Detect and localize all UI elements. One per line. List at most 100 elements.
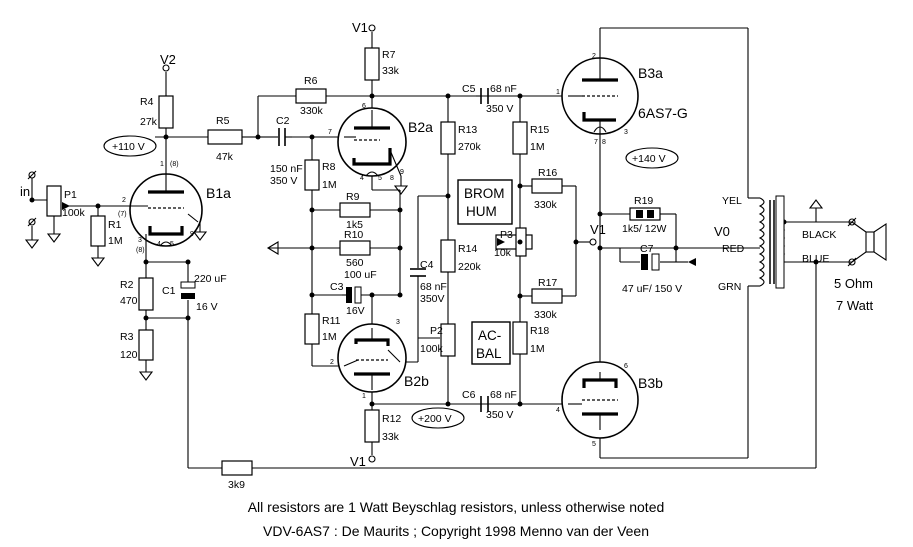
output-transformer <box>758 195 786 289</box>
c3-name: C3 <box>330 281 344 293</box>
r8-name: R8 <box>322 161 336 173</box>
c1-name: C1 <box>162 285 176 297</box>
pin-b2b-1: 1 <box>362 393 366 400</box>
capacitor-symbols <box>180 88 660 412</box>
c3-voltage: 16V <box>346 305 365 317</box>
speaker-icon <box>851 221 887 263</box>
speaker-power: 7 Watt <box>836 298 873 313</box>
r14-name: R14 <box>458 243 477 255</box>
box-bal: BAL <box>476 346 502 361</box>
ground-symbols <box>24 176 824 381</box>
tube-label-b3a: B3a <box>638 65 663 81</box>
p3-name: P3 <box>500 229 513 241</box>
c4-voltage: 350V <box>420 293 445 305</box>
pin-b3b-4: 4 <box>556 407 560 414</box>
r3-name: R3 <box>120 331 134 343</box>
text-labels: V2 V1 V1 V1 V0 in R4 27k R7 33k R6 330k … <box>20 20 873 539</box>
r-feedback-value: 3k9 <box>228 479 245 491</box>
r6-value: 330k <box>300 105 324 117</box>
c1-voltage: 16 V <box>196 301 218 313</box>
junction-dots <box>29 93 819 407</box>
node-label-v0: V0 <box>714 224 730 239</box>
r2-name: R2 <box>120 279 134 291</box>
c2-value: 150 nF <box>270 163 303 175</box>
c6-name: C6 <box>462 389 476 401</box>
node-label-v1-top: V1 <box>352 20 368 35</box>
r15-name: R15 <box>530 124 549 136</box>
node-label-v1-bottom: V1 <box>350 454 366 469</box>
r18-name: R18 <box>530 325 549 337</box>
pin-b3a-2: 2 <box>592 53 596 60</box>
input-label: in <box>20 184 30 199</box>
r9-value: 1k5 <box>346 219 363 231</box>
r1-name: R1 <box>108 219 122 231</box>
pin-b3a-7: 7 <box>594 139 598 146</box>
pin-b1a-4: 4 <box>157 241 161 248</box>
voltage-200: +200 V <box>418 413 452 425</box>
brom-hum-box <box>457 179 513 225</box>
resistor-symbols <box>46 47 661 476</box>
pin-b1a-2: 2 <box>122 197 126 204</box>
c6-voltage: 350 V <box>486 409 513 421</box>
r11-value: 1M <box>322 331 337 343</box>
pin-b1a-1: 1 <box>160 161 164 168</box>
r19-value: 1k5/ 12W <box>622 223 666 235</box>
tube-type-b3a: 6AS7-G <box>638 105 688 121</box>
r18-value: 1M <box>530 343 545 355</box>
pin-b2a-9: 9 <box>400 169 404 176</box>
r4-name: R4 <box>140 96 154 108</box>
c5-voltage: 350 V <box>486 103 513 115</box>
c4-name: C4 <box>420 259 434 271</box>
pin-b2a-8: 8 <box>390 175 394 182</box>
c5-name: C5 <box>462 83 476 95</box>
r12-name: R12 <box>382 413 401 425</box>
p1-name: P1 <box>64 189 77 201</box>
box-brom: BROM <box>464 186 505 201</box>
r11-name: R11 <box>322 315 341 327</box>
c7-name: C7 <box>640 243 654 255</box>
pin-b3b-6: 6 <box>624 363 628 370</box>
c7-value: 47 uF/ 150 V <box>622 283 682 295</box>
p1-value: 100k <box>62 207 86 219</box>
box-hum: HUM <box>466 204 497 219</box>
xfmr-black: BLACK <box>802 229 836 241</box>
tube-b2b <box>337 323 407 393</box>
r10-name: R10 <box>344 229 363 241</box>
voltage-bubble-110 <box>103 135 157 157</box>
xfmr-red: RED <box>722 243 745 255</box>
pin-b2a-5: 5 <box>378 175 382 182</box>
node-terminals <box>27 24 857 463</box>
voltage-110: +110 V <box>112 141 145 153</box>
c5-value: 68 nF <box>490 83 517 95</box>
tube-b2a <box>337 107 407 177</box>
r17-name: R17 <box>538 277 557 289</box>
voltage-bubble-140 <box>625 147 679 169</box>
c1-value: 220 uF <box>194 273 227 285</box>
r9-name: R9 <box>346 191 360 203</box>
pin-b3a-3: 3 <box>624 129 628 136</box>
r7-value: 33k <box>382 65 400 77</box>
tube-label-b2b: B2b <box>404 373 429 389</box>
r8-value: 1M <box>322 179 337 191</box>
footer-copyright: VDV-6AS7 : De Maurits ; Copyright 1998 M… <box>263 523 649 539</box>
tube-b3a <box>561 57 639 136</box>
tube-b1a <box>129 170 203 247</box>
pin-b2b-2: 2 <box>330 359 334 366</box>
r7-name: R7 <box>382 49 396 61</box>
box-ac: AC- <box>478 328 501 343</box>
xfmr-blue: BLUE <box>802 253 829 265</box>
r3-value: 120 <box>120 349 138 361</box>
r4-value: 27k <box>140 116 158 128</box>
pin-b1a-5: 5 <box>170 241 174 248</box>
r6-name: R6 <box>304 75 318 87</box>
pin-b1a-7: (7) <box>118 211 127 218</box>
node-label-v1-right: V1 <box>590 222 606 237</box>
r5-name: R5 <box>216 115 230 127</box>
c4-value: 68 nF <box>420 281 447 293</box>
footer-note: All resistors are 1 Watt Beyschlag resis… <box>248 499 665 515</box>
tube-label-b2a: B2a <box>408 119 433 135</box>
r15-value: 1M <box>530 141 545 153</box>
r1-value: 1M <box>108 235 123 247</box>
pin-b2b-3: 3 <box>396 319 400 326</box>
r13-name: R13 <box>458 124 477 136</box>
